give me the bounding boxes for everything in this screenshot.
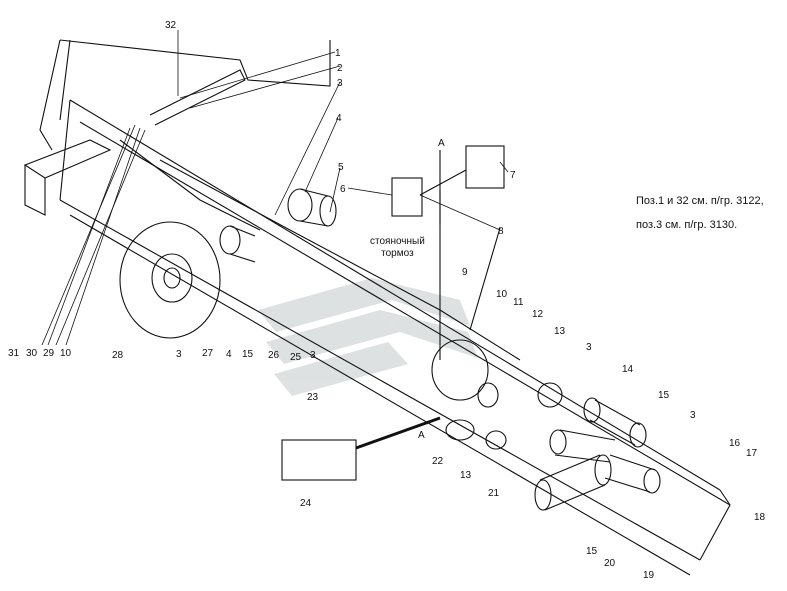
callout-10b: 10 — [496, 289, 508, 300]
callout-16: 16 — [729, 438, 741, 449]
callout-3b: 3 — [586, 342, 592, 353]
callout-27: 27 — [202, 348, 214, 359]
callout-31: 31 — [8, 348, 20, 359]
callout-9: 9 — [462, 267, 468, 278]
callout-23: 23 — [307, 392, 319, 403]
callout-5: 5 — [338, 162, 344, 173]
callout-32: 32 — [165, 20, 177, 31]
callout-3d: 3 — [310, 350, 316, 361]
parking-brake-label: стояночный тормоз — [370, 236, 425, 260]
callout-19: 19 — [643, 570, 655, 581]
callout-20: 20 — [604, 558, 616, 569]
view-a-top: A — [438, 138, 445, 149]
callout-15b: 15 — [586, 546, 598, 557]
callout-24: 24 — [300, 498, 312, 509]
parking-brake-line-2: тормоз — [381, 248, 414, 259]
reference-note-line-2: поз.3 см. п/гр. 3130. — [636, 219, 738, 231]
callout-14: 14 — [622, 364, 634, 375]
parking-brake-line-1: стояночный — [370, 236, 425, 247]
reference-note-line-1: Поз.1 и 32 см. п/гр. 3122, — [636, 195, 764, 207]
callout-26: 26 — [268, 350, 280, 361]
callout-3c: 3 — [690, 410, 696, 421]
callout-2: 2 — [337, 63, 343, 74]
leader-lines — [41, 30, 509, 346]
callout-17: 17 — [746, 448, 758, 459]
callout-13b: 13 — [460, 470, 472, 481]
callout-3a: 3 — [337, 78, 343, 89]
callout-1: 1 — [335, 48, 341, 59]
frame-drawing — [23, 39, 731, 576]
callout-30: 30 — [26, 348, 38, 359]
callout-4b: 4 — [226, 349, 232, 360]
callout-18: 18 — [754, 512, 766, 523]
callout-6: 6 — [340, 184, 346, 195]
callout-3e: 3 — [176, 349, 182, 360]
callout-22: 22 — [432, 456, 444, 467]
view-a-bottom: A — [418, 430, 425, 441]
callout-25: 25 — [290, 352, 302, 363]
callout-10a: 10 — [60, 348, 72, 359]
callout-12: 12 — [532, 309, 544, 320]
callout-15a: 15 — [658, 390, 670, 401]
callout-7: 7 — [510, 170, 516, 181]
callout-15c: 15 — [242, 349, 254, 360]
callout-21: 21 — [488, 488, 500, 499]
callout-labels: 32 1 2 3 4 5 6 7 8 A 9 10 11 12 13 3 14 … — [8, 20, 766, 581]
callout-13a: 13 — [554, 326, 566, 337]
callout-4a: 4 — [336, 113, 342, 124]
callout-11: 11 — [513, 297, 524, 308]
callout-29: 29 — [43, 348, 55, 359]
callout-8: 8 — [498, 226, 504, 237]
watermark-logo — [258, 278, 478, 396]
callout-28: 28 — [112, 350, 124, 361]
